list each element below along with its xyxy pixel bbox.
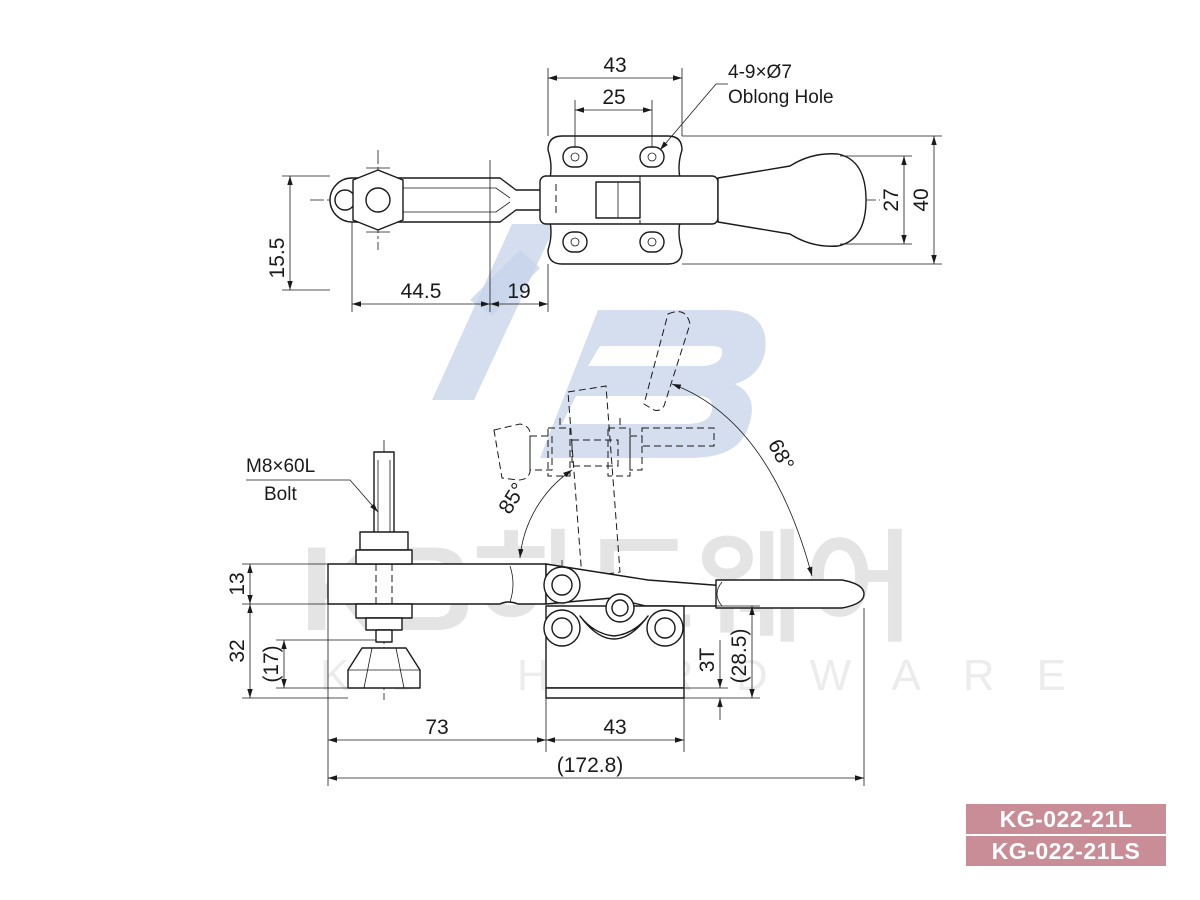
- dim-width-inner: 25: [602, 86, 625, 109]
- dim-pivot-h: (28.5): [728, 629, 751, 684]
- dim-angle-open: 85°: [494, 479, 530, 518]
- dim-spindle-len: 44.5: [401, 280, 442, 303]
- label-bolt-name: Bolt: [264, 484, 297, 505]
- dim-height-inner: 27: [880, 188, 903, 211]
- top-view: 43 25 4-9×Ø7 Oblong Hole 27 40 15.5 44.5…: [266, 54, 942, 312]
- label-hole-spec: 4-9×Ø7: [728, 62, 792, 83]
- model-badge-2: KG-022-21LS: [966, 836, 1166, 866]
- model-badge-1: KG-022-21L: [966, 804, 1166, 834]
- dim-arm-thick: 13: [226, 572, 249, 595]
- dim-base-w: 43: [603, 716, 626, 739]
- dim-spindle-h: 32: [226, 639, 249, 662]
- side-view: 85° 68°: [226, 311, 865, 786]
- dim-reach: 73: [425, 716, 448, 739]
- dim-spindle-h2: (17): [260, 645, 283, 682]
- dim-width-outer: 43: [603, 54, 626, 77]
- label-hole-name: Oblong Hole: [728, 87, 834, 108]
- label-bolt-spec: M8×60L: [246, 456, 315, 477]
- dim-base-thick: 3T: [696, 648, 719, 673]
- watermark-english: KB HARDWARE: [320, 651, 1108, 700]
- dim-total-len: (172.8): [557, 754, 624, 777]
- dim-height-outer: 40: [910, 188, 933, 211]
- dim-spindle-gap: 19: [507, 280, 530, 303]
- dim-offset-left: 15.5: [266, 238, 289, 279]
